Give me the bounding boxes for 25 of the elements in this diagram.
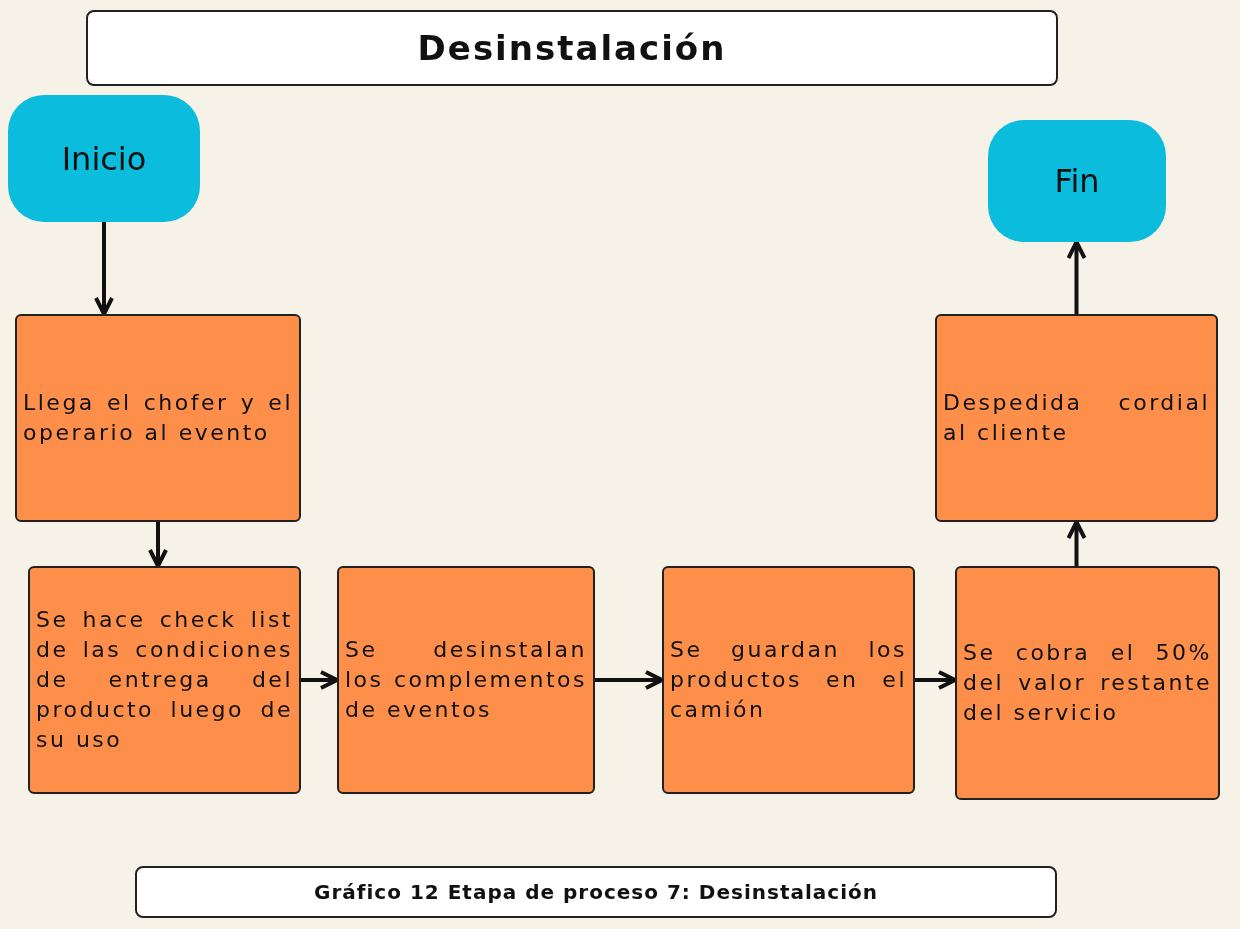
arrow xyxy=(1066,520,1087,566)
process-box xyxy=(662,566,915,794)
terminal-label: Fin xyxy=(1054,162,1100,200)
step-text: Se cobra el 50% del valor restante del servicio xyxy=(963,639,1212,727)
arrow xyxy=(94,222,114,316)
caption-banner: Gráfico 12 Etapa de proceso 7: Desinstalación xyxy=(135,866,1057,918)
arrow xyxy=(1066,240,1087,314)
process-box xyxy=(955,566,1220,800)
terminal-box xyxy=(988,120,1166,242)
terminal-box xyxy=(8,95,200,222)
title-banner: Desinstalación xyxy=(86,10,1058,86)
step-text: Se desinstalan los complementos de eventos xyxy=(345,636,587,724)
step-text: Llega el chofer y el operario al evento xyxy=(23,389,293,447)
process-box xyxy=(935,314,1218,522)
step-text: Despedida cordial al cliente xyxy=(943,389,1210,447)
process-box xyxy=(28,566,301,794)
arrow xyxy=(915,670,957,690)
step-text: Se hace check list de las condiciones de entrega del producto luego de su uso xyxy=(36,606,293,754)
process-box xyxy=(337,566,595,794)
arrow xyxy=(301,670,339,690)
step-text: Se guardan los productos en el camión xyxy=(670,636,907,724)
arrow xyxy=(595,670,664,690)
process-box xyxy=(15,314,301,522)
arrow xyxy=(148,522,168,568)
terminal-label: Inicio xyxy=(61,139,147,178)
